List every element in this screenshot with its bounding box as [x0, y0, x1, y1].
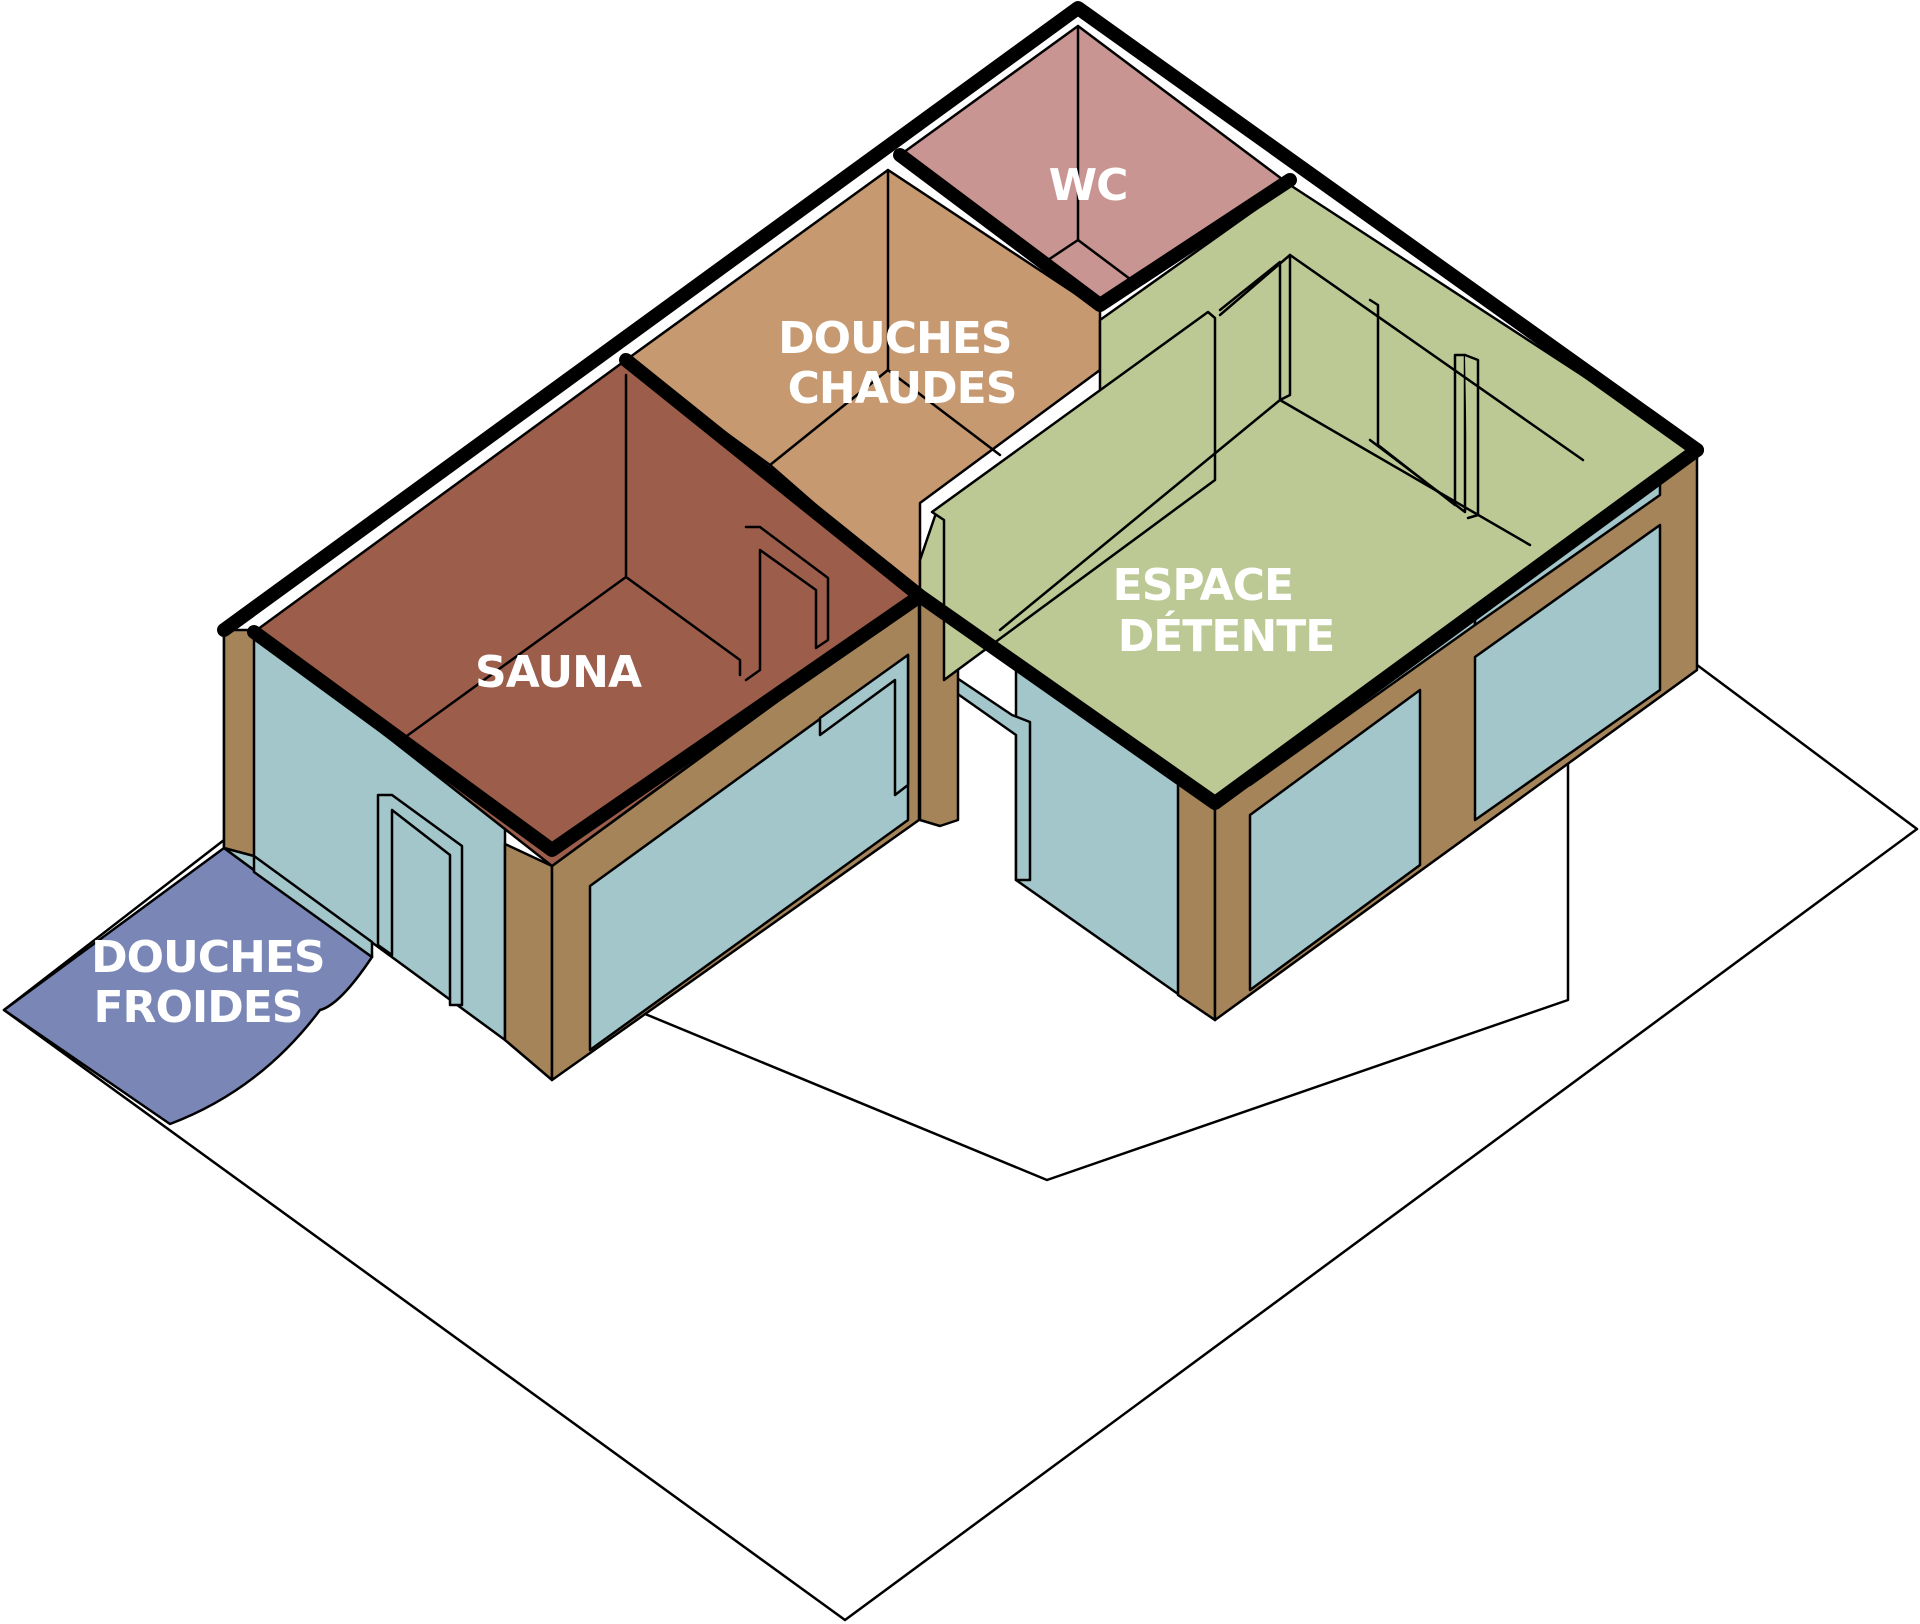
sauna-left-post: [222, 628, 256, 858]
label-sauna: SAUNA: [475, 647, 642, 698]
detente-window-2: [1473, 523, 1662, 822]
label-douches-froides: DOUCHES FROIDES: [91, 932, 339, 1033]
douches-chaudes-floor-line: [768, 368, 1002, 467]
detente-corner-post: [1176, 773, 1217, 1022]
detente-back-partition-1: [1218, 253, 1292, 402]
sauna-door-frame: [376, 793, 464, 1007]
sauna-side-glass: [588, 653, 910, 1052]
sauna-front-post: [503, 842, 554, 1082]
detente-back-edge: [1288, 253, 1585, 462]
label-espace-detente: ESPACE DÉTENTE: [1113, 560, 1335, 662]
wall-sauna-chaudes: [619, 353, 1704, 810]
outer-wall-back: [217, 1, 1704, 637]
sauna-floor-line: [402, 575, 628, 740]
detente-window-1: [1248, 688, 1422, 992]
wall-chaudes-wc: [893, 148, 1297, 312]
sauna-side-inner: [818, 653, 910, 797]
detente-floor-line: [998, 398, 1532, 632]
sauna-bench: [744, 525, 830, 682]
douches-froides-floor: [2, 846, 374, 1126]
wc-floor-line: [1043, 238, 1140, 287]
detente-partition: [930, 310, 1217, 682]
wall-sauna-front: [247, 589, 927, 857]
label-wc: WC: [1049, 160, 1128, 211]
sauna-interior-line: [624, 373, 742, 677]
sauna-inner-glass: [252, 854, 374, 959]
detente-back-partition-2: [1368, 298, 1467, 514]
label-douches-chaudes: DOUCHES CHAUDES: [778, 313, 1026, 414]
detente-back-partition-3: [1463, 353, 1480, 520]
